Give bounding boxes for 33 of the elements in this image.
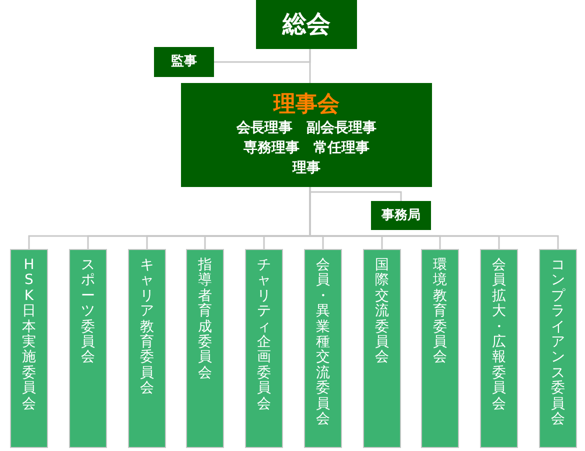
committee-name: 会員・異業種交流委員会 — [316, 258, 330, 428]
committee-box — [128, 249, 166, 448]
connector-line — [309, 187, 559, 249]
org-box — [154, 47, 214, 77]
org-box — [256, 0, 357, 49]
committee-name: チャリティ企画委員会 — [257, 258, 271, 412]
box-label: 事務局 — [382, 208, 420, 224]
box-title: 理事会 — [274, 92, 340, 118]
committee-name: 国際交流委員会 — [375, 258, 389, 366]
org-box — [371, 201, 431, 230]
committee-box — [363, 249, 401, 448]
committee-box — [480, 249, 518, 448]
role-list-line: 理事 — [292, 159, 320, 178]
connector-line — [214, 49, 311, 63]
committee-name: 指導者育成委員会 — [198, 258, 212, 382]
committee-box — [304, 249, 342, 448]
committee-name: HSK日本実施委員会 — [22, 258, 36, 412]
org-box — [181, 83, 432, 187]
committee-box — [245, 249, 283, 448]
committee-name: スポーツ委員会 — [81, 258, 95, 366]
committee-box — [539, 249, 577, 448]
committee-box — [186, 249, 224, 448]
role-list-line: 会長理事 副会長理事 — [236, 119, 376, 138]
committee-name: 会員拡大・広報委員会 — [492, 258, 506, 412]
box-label: 総会 — [282, 10, 330, 39]
committee-name: キャリア教育委員会 — [140, 258, 154, 397]
committee-box — [69, 249, 107, 448]
box-label: 監事 — [171, 54, 197, 70]
committee-name: コンプライアンス委員会 — [551, 258, 565, 428]
committee-box — [421, 249, 459, 448]
role-list-line: 専務理事 常任理事 — [244, 139, 370, 158]
committee-box — [10, 249, 48, 448]
committee-name: 環境教育委員会 — [433, 258, 447, 366]
